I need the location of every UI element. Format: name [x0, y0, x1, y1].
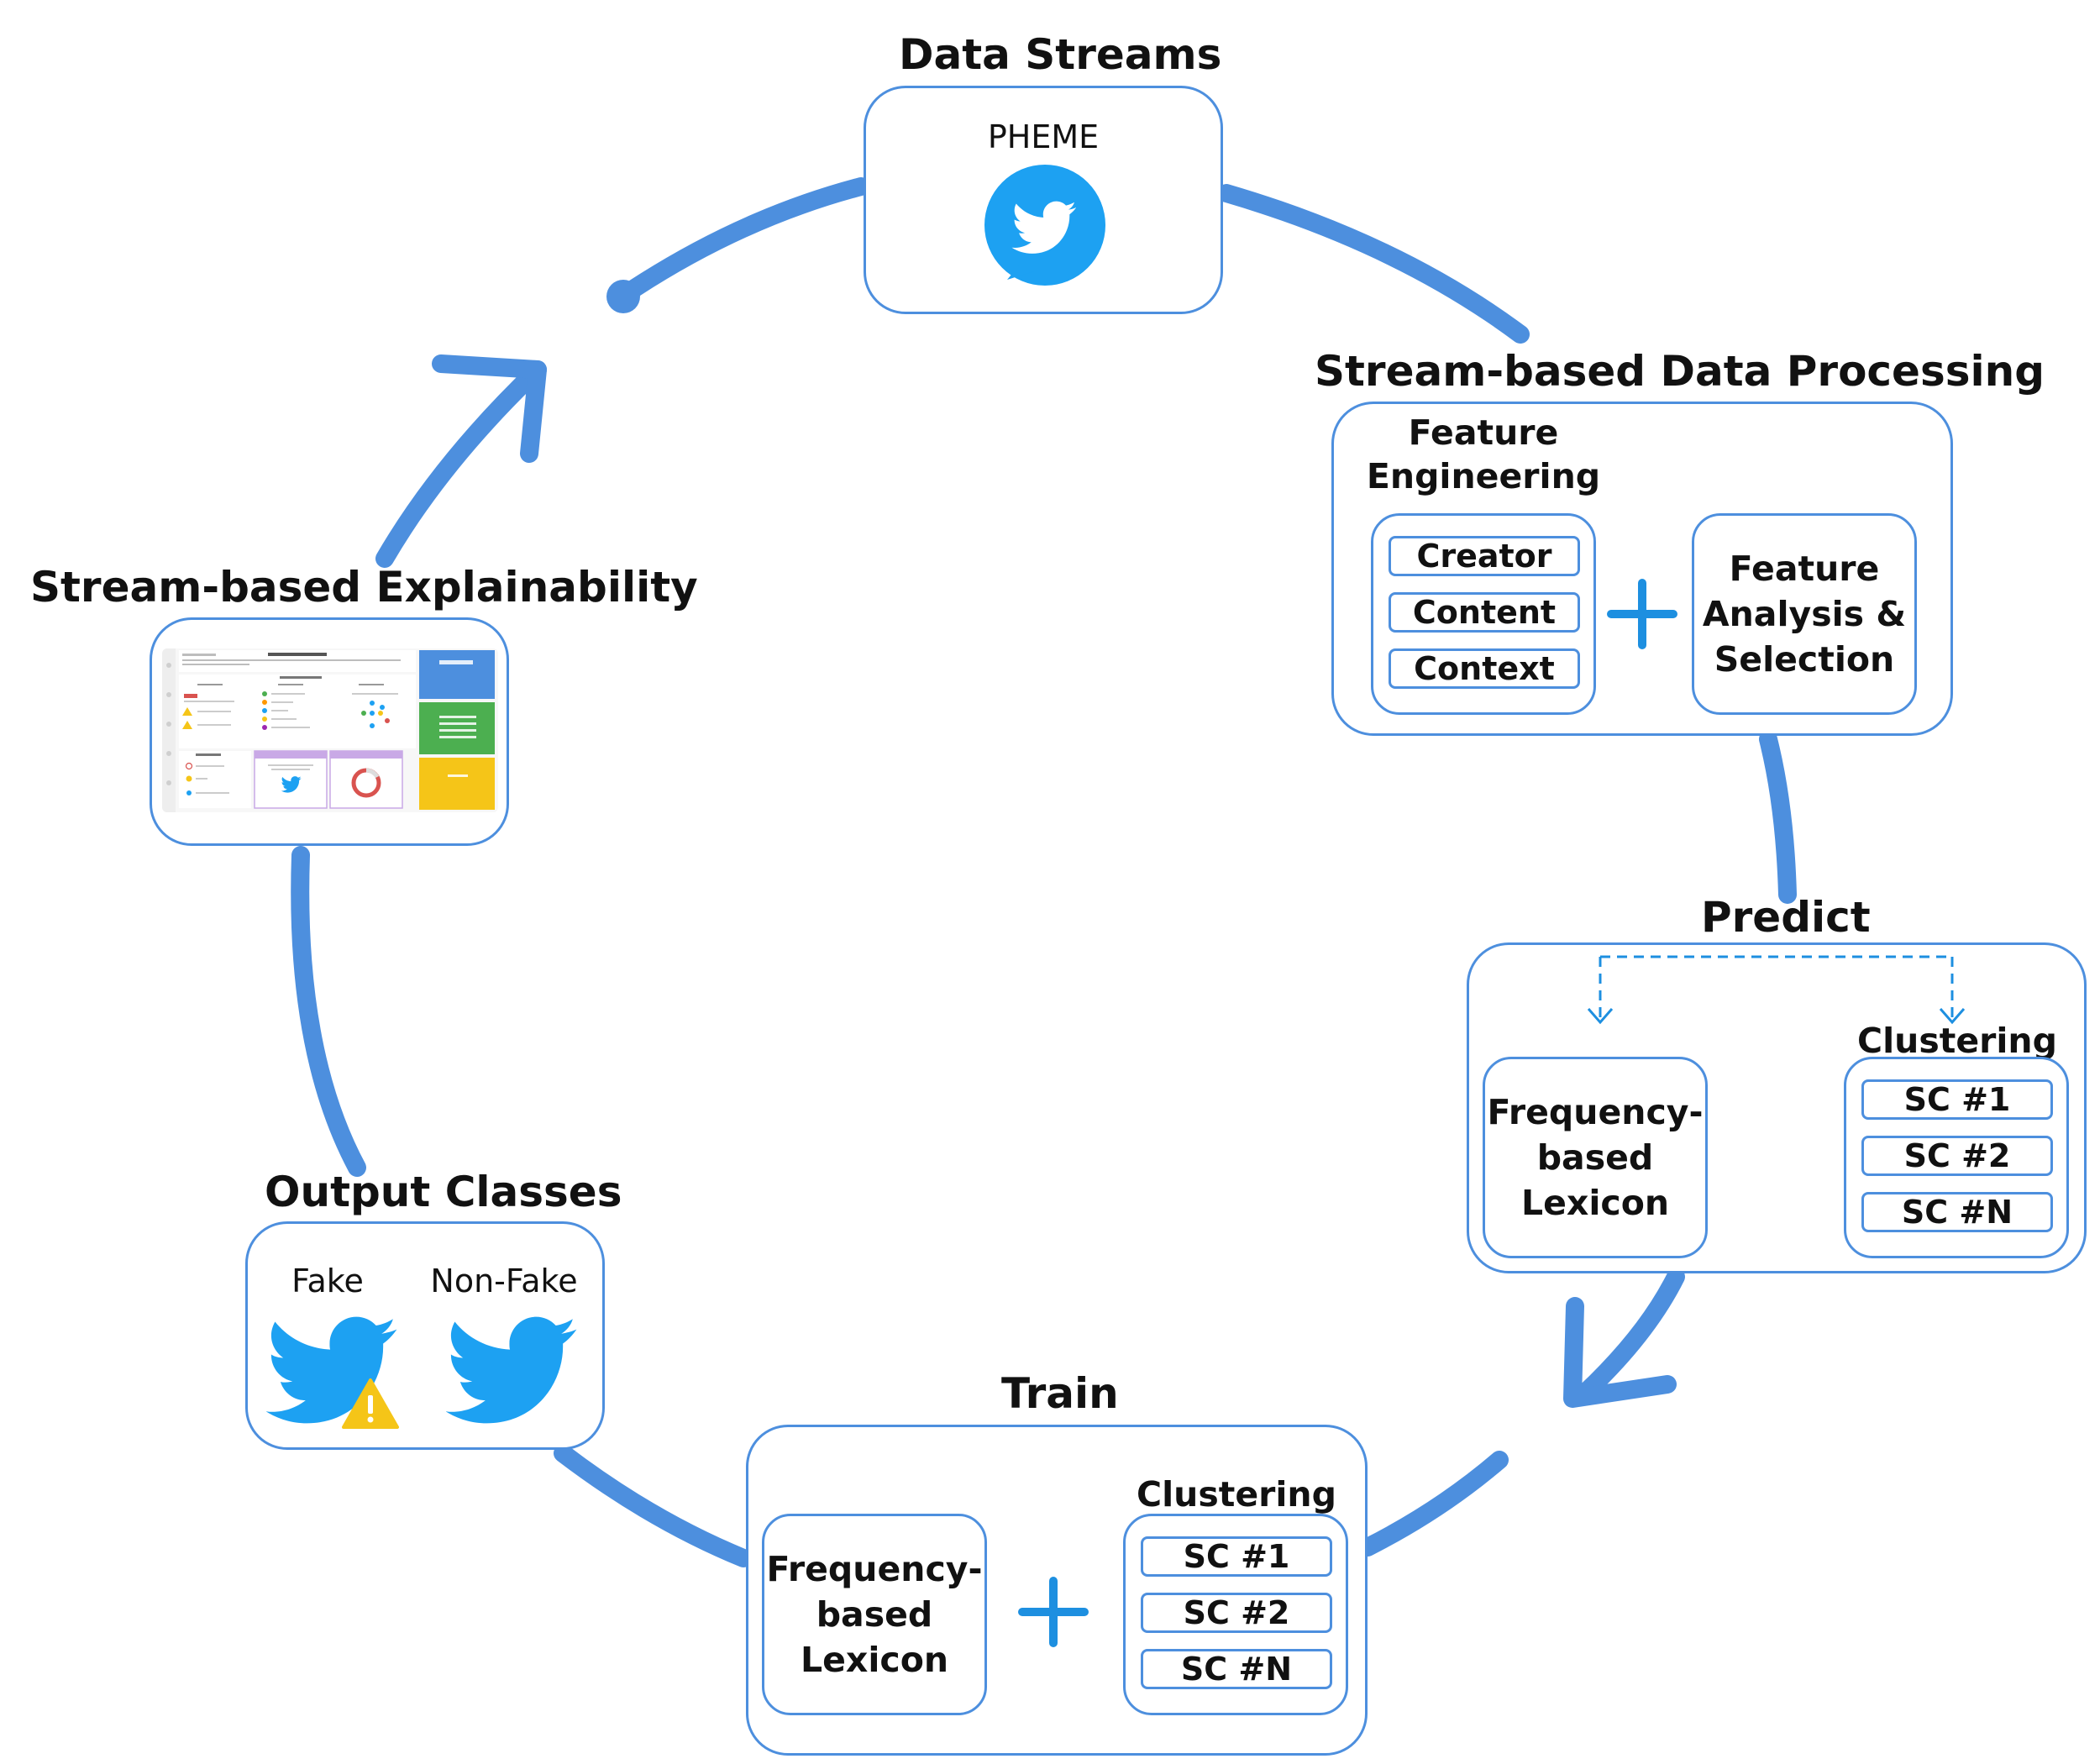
- feature-context: Context: [1389, 648, 1580, 689]
- predict-cluster-n: SC #N: [1861, 1192, 2053, 1232]
- feature-engineering-label-2: Engineering: [1366, 456, 1601, 496]
- train-cluster-1: SC #1: [1141, 1536, 1332, 1577]
- arc-streams-to-processing: [1217, 184, 1530, 344]
- feature-engineering-label-1: Feature: [1408, 412, 1559, 453]
- explainability-title: Stream-based Explainability: [30, 563, 698, 612]
- predict-lexicon-line3: Lexicon: [1520, 1183, 1670, 1223]
- nonfake-bird-icon: [446, 1316, 577, 1424]
- feature-analysis-box: Feature Analysis & Selection: [1692, 513, 1917, 715]
- plus-icon: [1607, 579, 1677, 649]
- feature-analysis-line2: Analysis &: [1702, 594, 1907, 634]
- output-box: Fake Non-Fake: [245, 1221, 605, 1450]
- train-title: Train: [1001, 1369, 1119, 1418]
- arc-explain-to-streams: [617, 177, 870, 303]
- feature-creator: Creator: [1389, 536, 1580, 576]
- predict-dashed-connector: [1587, 955, 1966, 1025]
- data-streams-box: PHEME: [864, 86, 1223, 314]
- feature-engineering-box: Creator Content Context: [1371, 513, 1596, 715]
- pheme-label: PHEME: [987, 118, 1100, 155]
- explainability-box: [150, 617, 509, 846]
- plus-icon: [1018, 1577, 1089, 1647]
- predict-clustering-label: Clustering: [1857, 1021, 2057, 1061]
- twitter-bird-icon: [984, 165, 1105, 286]
- predict-box: Frequency- based Lexicon Clustering SC #…: [1467, 942, 2087, 1273]
- data-streams-title: Data Streams: [899, 30, 1222, 79]
- predict-lexicon-box: Frequency- based Lexicon: [1483, 1057, 1708, 1258]
- train-box: Frequency- based Lexicon Clustering SC #…: [746, 1425, 1368, 1756]
- train-lexicon-line1: Frequency-: [766, 1549, 983, 1589]
- arc-train-to-output-right: [1358, 1451, 1509, 1557]
- arc-processing-to-predict: [1759, 730, 1797, 904]
- arc-predict-to-train: [1574, 1268, 1685, 1404]
- predict-lexicon-line1: Frequency-: [1487, 1092, 1704, 1132]
- train-lexicon-line3: Lexicon: [800, 1640, 949, 1680]
- arrowhead-predict-to-train: [1563, 1297, 1677, 1408]
- train-cluster-n: SC #N: [1141, 1649, 1332, 1689]
- feature-content: Content: [1389, 592, 1580, 633]
- feature-analysis-line1: Feature: [1729, 549, 1880, 589]
- arc-train-to-output-left: [554, 1444, 753, 1567]
- predict-cluster-1: SC #1: [1861, 1079, 2053, 1120]
- predict-cluster-2: SC #2: [1861, 1136, 2053, 1176]
- feature-analysis-line3: Selection: [1714, 639, 1895, 680]
- train-clustering-label: Clustering: [1137, 1474, 1336, 1515]
- train-clustering-box: SC #1 SC #2 SC #N: [1123, 1514, 1348, 1715]
- arc-explain-to-top: [375, 360, 547, 568]
- arrowhead-explain-to-top: [432, 354, 547, 463]
- train-lexicon-line2: based: [816, 1594, 933, 1635]
- arc-output-to-explain: [291, 846, 366, 1177]
- predict-clustering-box: SC #1 SC #2 SC #N: [1844, 1057, 2069, 1258]
- arc-start-dot: [606, 280, 640, 313]
- train-lexicon-box: Frequency- based Lexicon: [762, 1514, 987, 1715]
- processing-box: Feature Engineering Creator Content Cont…: [1331, 402, 1953, 736]
- predict-title: Predict: [1701, 893, 1871, 942]
- output-title: Output Classes: [265, 1168, 622, 1216]
- fake-label: Fake: [291, 1263, 364, 1299]
- predict-lexicon-line2: based: [1536, 1137, 1654, 1178]
- train-cluster-2: SC #2: [1141, 1593, 1332, 1633]
- processing-title: Stream-based Data Processing: [1315, 347, 2045, 396]
- warning-icon: [342, 1378, 399, 1429]
- nonfake-label: Non-Fake: [430, 1263, 578, 1299]
- dashboard-thumbnail: [162, 648, 498, 812]
